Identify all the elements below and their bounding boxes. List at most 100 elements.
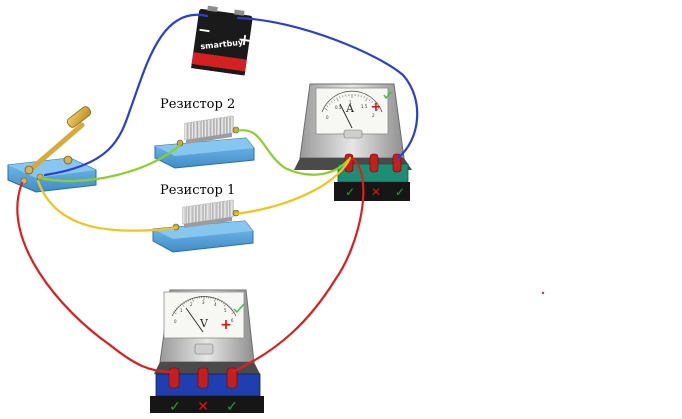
scale-tick-mark — [336, 97, 339, 102]
scale-tick-mark — [179, 304, 182, 307]
switch-blade — [27, 122, 85, 173]
scale-tick-mark — [373, 103, 376, 105]
heatsink-fin — [199, 204, 203, 222]
voltmeter-needle — [185, 307, 204, 333]
ammeter-check-icon-1: ✓ — [345, 185, 355, 199]
battery-red-band — [191, 52, 247, 72]
heatsink-fin — [230, 199, 234, 218]
scale-tick-mark — [187, 299, 189, 302]
scale-tick-mark — [375, 105, 378, 108]
scale-tick-mark — [219, 299, 221, 302]
scale-tick-mark — [181, 303, 185, 307]
wire-blue-battery-to-switch[interactable] — [43, 13, 209, 177]
scale-tick-mark — [328, 103, 331, 105]
scale-tick-mark — [231, 311, 235, 315]
heatsink-fin — [200, 120, 204, 138]
ammeter-tick-0: 0 — [326, 115, 329, 120]
heatsink-fin — [187, 122, 191, 140]
switch-handle[interactable] — [66, 105, 93, 129]
voltmeter[interactable]: 0 1 2 3 4 5 6 V + ✓ ✕ ✓ — [150, 289, 264, 415]
voltmeter-tick-5: 5 — [224, 308, 227, 313]
heatsink-fin — [214, 118, 218, 136]
ammeter-plus-sign: + — [371, 100, 382, 115]
heatsink-fin — [203, 203, 207, 222]
wire-yellow-switch-resistor1-ammeter[interactable] — [36, 156, 352, 232]
voltmeter-base — [150, 396, 264, 413]
voltmeter-zero-adjust[interactable] — [194, 343, 214, 355]
heatsink-fin — [182, 206, 186, 225]
scale-tick-mark — [360, 95, 362, 98]
ammeter-check-icon-2: ✓ — [395, 185, 405, 199]
wire-red-switch-to-voltmeter[interactable] — [16, 181, 174, 374]
wire-red-ammeter-to-voltmeter[interactable] — [230, 156, 365, 374]
heatsink-fin — [217, 117, 221, 136]
battery-terminal-positive[interactable] — [233, 9, 245, 16]
scale-tick-mark — [217, 298, 219, 301]
heatsink-fin — [223, 200, 227, 219]
voltmeter-tick-1: 1 — [180, 308, 183, 313]
voltmeter-cross-icon: ✕ — [197, 399, 209, 415]
scale-tick-mark — [173, 311, 177, 315]
ammeter-tick-2: 1 — [349, 100, 352, 105]
voltmeter-check-icon-1: ✓ — [169, 399, 181, 415]
scale-tick-mark — [342, 95, 344, 98]
wire-green-switch-resistor2-ammeter[interactable] — [38, 129, 350, 183]
heatsink-plate — [186, 133, 232, 144]
wire-blue-battery-to-ammeter[interactable] — [236, 16, 419, 160]
voltmeter-terminal-2[interactable] — [197, 367, 209, 389]
voltmeter-tick-3: 3 — [202, 300, 205, 305]
scale-tick-mark — [326, 105, 329, 108]
scale-tick-mark — [228, 306, 231, 308]
heatsink-fin — [185, 206, 189, 224]
ammeter-cross-icon: ✕ — [371, 185, 381, 199]
scale-tick-mark — [230, 307, 232, 310]
heatsink-fin — [213, 202, 217, 220]
scale-tick-mark — [376, 107, 380, 111]
battery-plus-sign: + — [237, 29, 253, 50]
heatsink-fin — [220, 117, 224, 135]
ammeter-dial-check-icon — [383, 91, 392, 100]
heatsink-fin — [204, 119, 208, 138]
voltmeter-unit: V — [199, 317, 209, 330]
scale-tick-mark — [185, 300, 187, 303]
voltmeter-tick-4: 4 — [214, 302, 217, 307]
voltmeter-scale-ticks — [173, 296, 235, 315]
heatsink-fin — [220, 201, 224, 219]
heatsink-fin — [210, 118, 214, 137]
ammeter-terminal-2[interactable] — [369, 153, 379, 173]
scale-tick-mark — [365, 97, 368, 102]
resistor-1-label: Резистор 1 — [160, 183, 235, 198]
battery-terminal-negative[interactable] — [207, 5, 218, 13]
heatsink-fin — [206, 203, 210, 221]
voltmeter-terminal-3[interactable] — [226, 367, 238, 389]
heatsink-fin — [207, 119, 211, 137]
battery-bottom — [191, 63, 246, 76]
ammeter[interactable]: 0 0.5 1 1.5 2 A + ✓ ✕ ✓ — [294, 83, 412, 201]
resistor-1[interactable] — [152, 199, 254, 253]
resistor-2[interactable] — [154, 115, 255, 169]
resistor-1-heatsink — [182, 199, 234, 228]
heatsink-plate — [184, 217, 232, 228]
scale-tick-mark — [368, 99, 371, 102]
heatsink-fin — [184, 122, 188, 141]
voltmeter-tick-6: 6 — [231, 318, 234, 323]
battery[interactable]: smartbuy − + — [191, 5, 255, 76]
resistor-2-label: Резистор 2 — [160, 97, 235, 112]
knife-switch[interactable] — [7, 105, 97, 193]
ammeter-scale-ticks — [324, 94, 380, 111]
heatsink-fin — [194, 121, 198, 139]
scale-tick-mark — [333, 99, 336, 102]
scale-tick-mark — [177, 306, 180, 308]
voltmeter-check-icon-2: ✓ — [226, 399, 238, 415]
scale-tick-mark — [363, 96, 365, 99]
ammeter-base — [334, 182, 410, 201]
scale-tick-mark — [226, 304, 229, 307]
heatsink-fin — [209, 202, 213, 221]
battery-minus-sign: − — [197, 20, 213, 41]
ammeter-zero-adjust[interactable] — [343, 129, 363, 139]
scale-tick-mark — [174, 309, 177, 312]
scale-tick-mark — [192, 297, 194, 302]
ammeter-tick-4: 2 — [372, 113, 375, 118]
